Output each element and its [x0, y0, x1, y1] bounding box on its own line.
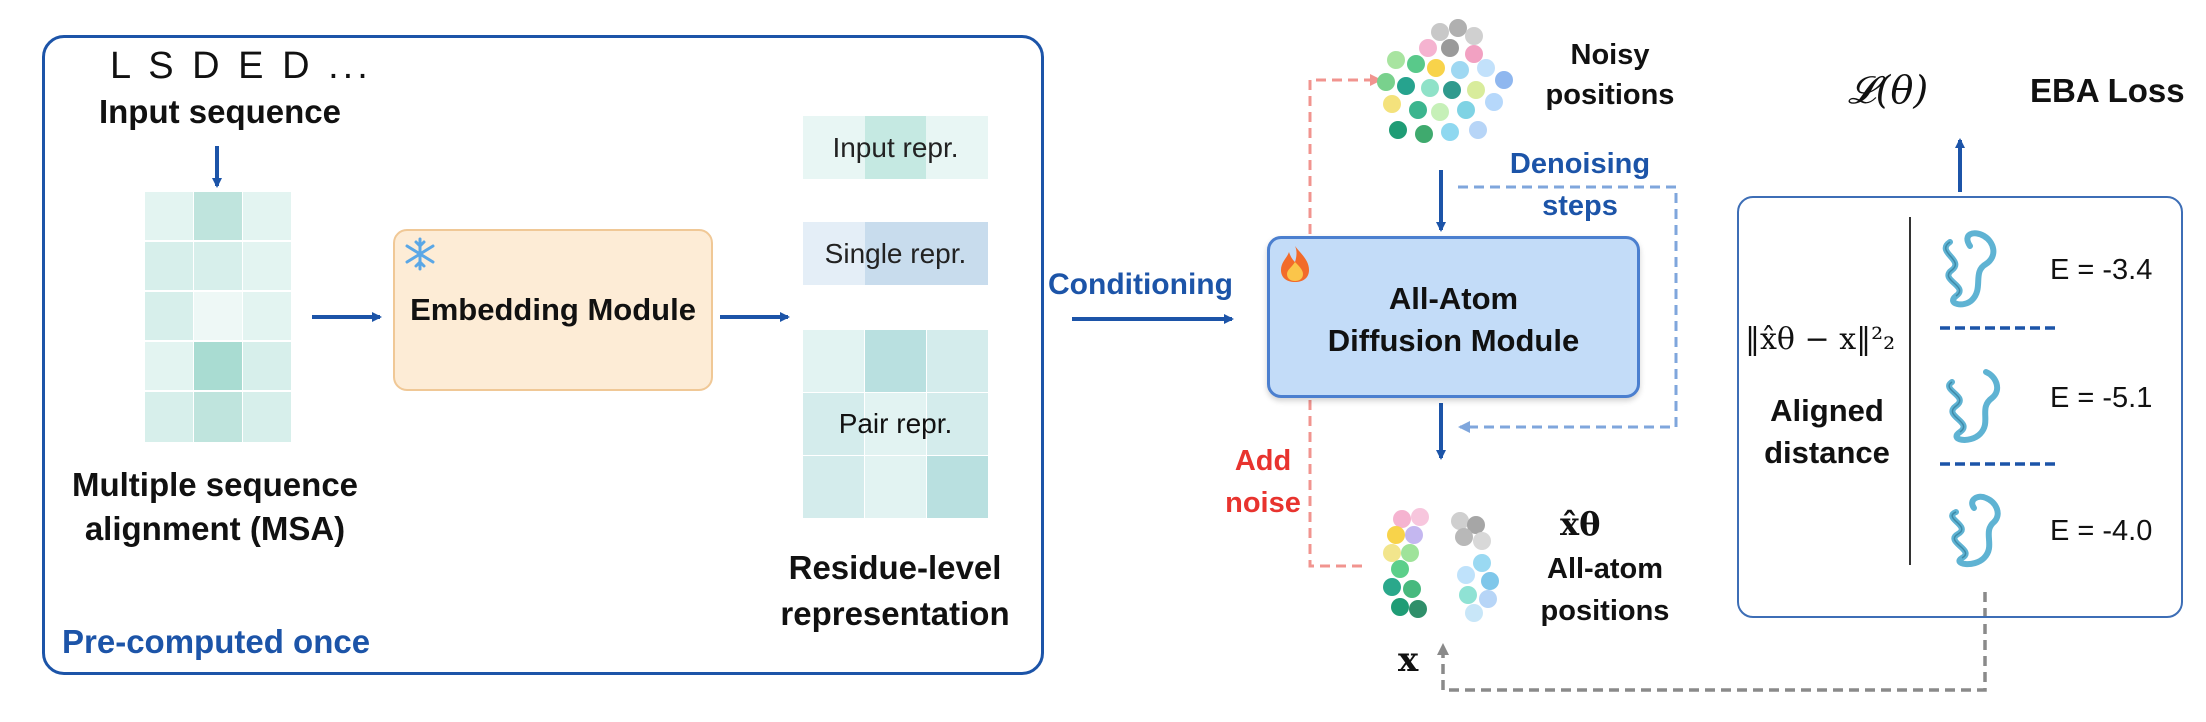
add-noise-line1: Add: [1234, 445, 1292, 477]
noisy-atoms: [1377, 19, 1513, 143]
allatom-line1: All-atom: [1547, 553, 1663, 585]
aligned-line1: Aligned: [1770, 393, 1884, 428]
x-ground-truth-symbol: x: [1398, 640, 1419, 680]
input-sequence-text: L S D E D ...: [110, 45, 372, 87]
protein-ribbon-outline: [1944, 241, 1967, 559]
noisy-line2: positions: [1545, 79, 1675, 111]
conditioning-label: Conditioning: [1048, 268, 1233, 301]
add-noise-line2: noise: [1225, 487, 1301, 519]
input-repr-box: Input repr.: [803, 116, 988, 179]
msa-label-line2: alignment (MSA): [84, 510, 346, 547]
diffusion-line2: Diffusion Module: [1327, 323, 1580, 358]
denoising-line2: steps: [1542, 190, 1618, 222]
residue-level-label: Residue-level representation: [740, 545, 1050, 637]
msa-grid: [145, 192, 291, 442]
residue-label-line2: representation: [780, 595, 1010, 632]
energy-value-1: E = -3.4: [2050, 254, 2153, 286]
energy-value-2: E = -5.1: [2050, 382, 2153, 414]
denoising-line1: Denoising: [1509, 148, 1651, 180]
add-noise-label: Add noise: [1213, 440, 1313, 524]
denoising-steps-label: Denoising steps: [1480, 143, 1680, 227]
noisy-line1: Noisy: [1570, 39, 1650, 71]
loss-symbol: 𝓛(θ): [1848, 68, 1929, 112]
diffusion-line1: All-Atom: [1388, 281, 1519, 316]
aligned-distance-label: Aligned distance: [1742, 390, 1912, 474]
embedding-module-box: [393, 229, 713, 391]
diffusion-module-label: All-Atom Diffusion Module: [1267, 278, 1640, 362]
input-repr-label: Input repr.: [832, 131, 959, 163]
aligned-distance-panel: [1737, 196, 2183, 618]
x-hat-theta-symbol: x̂θ: [1560, 505, 1601, 543]
diffusion-module-box: [1267, 236, 1640, 398]
allatom-line2: positions: [1540, 595, 1670, 627]
input-sequence-label: Input sequence: [98, 93, 342, 130]
aligned-line2: distance: [1764, 435, 1890, 470]
energy-value-3: E = -4.0: [2050, 515, 2153, 547]
msa-cells: [145, 192, 291, 442]
embedding-module-label: Embedding Module: [410, 292, 696, 327]
residue-label-line1: Residue-level: [788, 549, 1002, 586]
all-atom-positions-label: All-atom positions: [1510, 548, 1700, 632]
pair-repr-grid: [803, 330, 988, 518]
flame-icon: [1277, 244, 1313, 289]
precomputed-panel: [42, 35, 1044, 675]
eba-loss-label: EBA Loss: [2030, 72, 2185, 109]
precomputed-footer: Pre-computed once: [62, 623, 371, 660]
single-repr-box: Single repr.: [803, 222, 988, 285]
denoising-loop: [1458, 185, 1678, 433]
noisy-atoms-cloud: [1377, 19, 1513, 143]
msa-label-line1: Multiple sequence: [71, 466, 359, 503]
structures-column: [1909, 217, 2060, 567]
pair-repr-label: Pair repr.: [838, 408, 953, 439]
gt-feedback-loop: [1437, 592, 1987, 692]
single-repr-label: Single repr.: [824, 237, 967, 269]
snowflake-icon: [402, 236, 438, 277]
predicted-atoms: [1383, 508, 1499, 622]
norm-formula: ‖x̂θ − x‖²₂: [1745, 322, 1896, 357]
noisy-positions-label: Noisy positions: [1530, 35, 1690, 115]
msa-label: Multiple sequence alignment (MSA): [50, 463, 380, 551]
predicted-atoms-cloud: [1383, 508, 1499, 622]
